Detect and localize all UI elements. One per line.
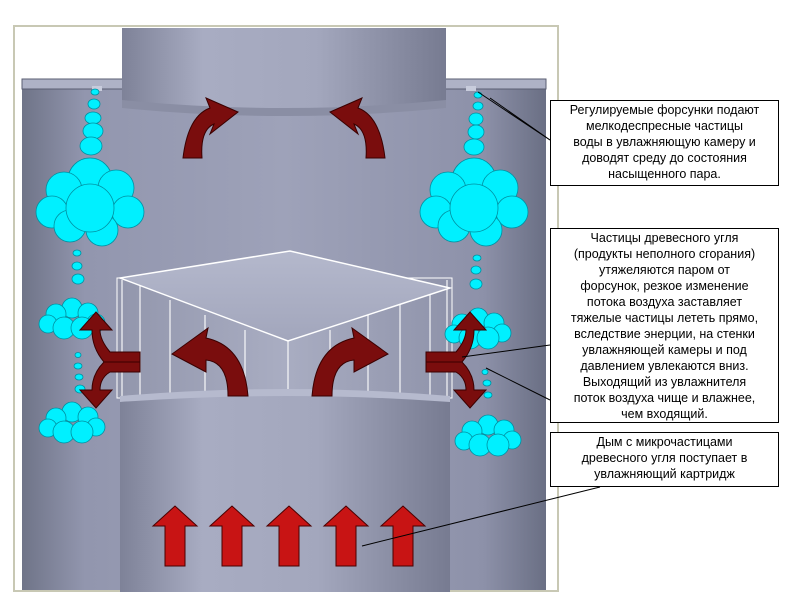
leader-line-particles-2 xyxy=(485,367,551,401)
curved-arrow-icon xyxy=(311,326,389,397)
annotation-smoke: Дым с микрочастицами древесного угля пос… xyxy=(550,432,779,487)
nozzle-left xyxy=(92,86,102,91)
nozzle-right xyxy=(466,86,476,91)
cone-deflector xyxy=(117,250,453,342)
leader-line-smoke xyxy=(361,486,601,547)
droplet-icon xyxy=(79,88,104,156)
droplet-icon xyxy=(463,91,485,156)
curved-arrow-icon xyxy=(182,97,239,159)
annotation-nozzles: Регулируемые форсунки подают мелкодеспре… xyxy=(550,100,779,186)
curved-arrow-icon xyxy=(425,361,488,409)
outlet-pipe xyxy=(122,28,446,108)
leader-line-particles-1 xyxy=(461,344,551,358)
leader-line-nozzle-left xyxy=(477,91,551,141)
curved-arrow-icon xyxy=(171,326,249,397)
curved-arrow-icon xyxy=(78,311,141,363)
curved-arrow-icon xyxy=(78,361,141,409)
droplet-icon xyxy=(71,249,483,290)
curved-arrow-icon xyxy=(329,97,386,159)
inner-cage xyxy=(116,250,453,399)
annotation-particles: Частицы древесного угля (продукты неполн… xyxy=(550,228,779,423)
inlet-pipe-rim xyxy=(120,389,450,402)
